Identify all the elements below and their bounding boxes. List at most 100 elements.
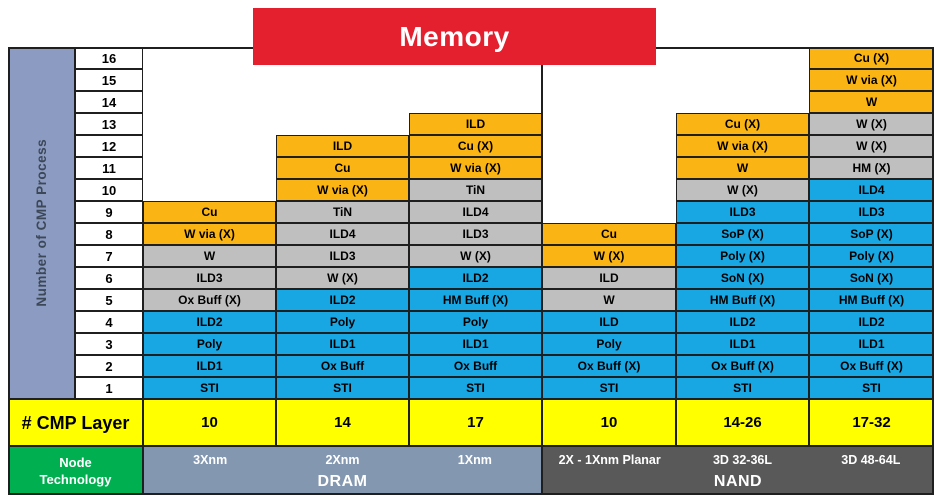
process-cell: ILD3 — [276, 245, 409, 267]
cmp-layer-count: 14 — [276, 399, 409, 446]
node-technology-label: Node Technology — [8, 446, 143, 495]
node-name: 2X - 1Xnm Planar — [558, 452, 661, 467]
process-cell: ILD — [542, 267, 676, 289]
process-cell: W (X) — [809, 135, 934, 157]
process-cell: SoP (X) — [809, 223, 934, 245]
process-cell: ILD3 — [143, 267, 276, 289]
process-cell: Ox Buff (X) — [809, 355, 934, 377]
process-cell: W via (X) — [676, 135, 809, 157]
process-cell: SoN (X) — [676, 267, 809, 289]
cmp-layer-count: 10 — [143, 399, 276, 446]
process-cell: Ox Buff — [276, 355, 409, 377]
row-number: 8 — [75, 223, 143, 245]
process-cell: STI — [542, 377, 676, 399]
process-cell: Poly — [143, 333, 276, 355]
row-number: 3 — [75, 333, 143, 355]
process-cell: Poly — [276, 311, 409, 333]
cmp-layer-count: 17 — [409, 399, 542, 446]
process-cell: TiN — [409, 179, 542, 201]
row-number: 13 — [75, 113, 143, 135]
process-cell: W (X) — [409, 245, 542, 267]
node-name: 3Xnm — [193, 452, 228, 467]
row-number: 7 — [75, 245, 143, 267]
process-cell: W via (X) — [409, 157, 542, 179]
group-name: NAND — [713, 473, 763, 490]
row-number: 5 — [75, 289, 143, 311]
process-cell: Ox Buff (X) — [143, 289, 276, 311]
node-name-row: 2X - 1Xnm Planar 3D 32-36L 3D 48-64L — [543, 450, 933, 470]
process-cell: ILD1 — [143, 355, 276, 377]
memory-title: Memory — [399, 20, 510, 52]
row-number: 1 — [75, 377, 143, 399]
process-cell: Poly (X) — [809, 245, 934, 267]
process-cell: TiN — [276, 201, 409, 223]
process-cell: Ox Buff — [409, 355, 542, 377]
process-cell: ILD3 — [409, 223, 542, 245]
process-cell: ILD4 — [276, 223, 409, 245]
process-cell: HM Buff (X) — [409, 289, 542, 311]
node-name: 3D 32-36L — [712, 452, 772, 467]
row-number: 6 — [75, 267, 143, 289]
row-number: 12 — [75, 135, 143, 157]
row-number: 16 — [75, 47, 143, 69]
process-cell: STI — [809, 377, 934, 399]
row-number: 11 — [75, 157, 143, 179]
node-name: 3D 48-64L — [841, 452, 901, 467]
cmp-layer-count: 10 — [542, 399, 676, 446]
process-cell: SoP (X) — [676, 223, 809, 245]
row-number: 9 — [75, 201, 143, 223]
cmp-layer-row-label: # CMP Layer — [8, 399, 143, 446]
process-cell: Cu (X) — [409, 135, 542, 157]
process-cell: W via (X) — [143, 223, 276, 245]
process-cell: ILD — [409, 113, 542, 135]
process-cell: Cu (X) — [809, 47, 934, 69]
process-cell: W (X) — [542, 245, 676, 267]
row-number: 15 — [75, 69, 143, 91]
row-number: 10 — [75, 179, 143, 201]
cmp-layer-count: 14-26 — [676, 399, 809, 446]
node-technology-line2: Technology — [39, 471, 112, 487]
process-cell: HM Buff (X) — [809, 289, 934, 311]
process-cell: HM Buff (X) — [676, 289, 809, 311]
process-cell: ILD — [542, 311, 676, 333]
process-cell: ILD1 — [276, 333, 409, 355]
process-cell: STI — [409, 377, 542, 399]
process-cell: Cu — [276, 157, 409, 179]
node-name-row: 3Xnm 2Xnm 1Xnm — [144, 450, 541, 470]
process-cell: ILD2 — [276, 289, 409, 311]
process-cell: Ox Buff (X) — [542, 355, 676, 377]
node-name: 2Xnm — [325, 452, 360, 467]
process-cell: W — [809, 91, 934, 113]
y-axis-label: Number of CMP Process — [33, 139, 49, 307]
row-number: 2 — [75, 355, 143, 377]
process-cell: Cu — [542, 223, 676, 245]
process-cell: Poly (X) — [676, 245, 809, 267]
process-cell: ILD1 — [676, 333, 809, 355]
process-cell: STI — [143, 377, 276, 399]
process-cell: W (X) — [809, 113, 934, 135]
process-cell: Poly — [542, 333, 676, 355]
process-cell: W via (X) — [276, 179, 409, 201]
y-axis-label-cell: Number of CMP Process — [8, 47, 75, 399]
process-cell: ILD2 — [676, 311, 809, 333]
process-cell: ILD2 — [809, 311, 934, 333]
process-cell: SoN (X) — [809, 267, 934, 289]
node-name: 1Xnm — [457, 452, 492, 467]
process-cell: HM (X) — [809, 157, 934, 179]
process-cell: ILD4 — [409, 201, 542, 223]
process-cell: Cu — [143, 201, 276, 223]
cmp-layer-count: 17-32 — [809, 399, 934, 446]
process-cell: ILD3 — [809, 201, 934, 223]
process-cell: ILD1 — [409, 333, 542, 355]
node-group-band: 2X - 1Xnm Planar 3D 32-36L 3D 48-64L NAND — [542, 446, 934, 495]
row-number: 4 — [75, 311, 143, 333]
process-cell: STI — [676, 377, 809, 399]
group-name: DRAM — [317, 473, 368, 490]
process-cell: ILD1 — [809, 333, 934, 355]
process-cell: W via (X) — [809, 69, 934, 91]
process-cell: W — [143, 245, 276, 267]
process-cell: ILD2 — [409, 267, 542, 289]
process-cell: Poly — [409, 311, 542, 333]
